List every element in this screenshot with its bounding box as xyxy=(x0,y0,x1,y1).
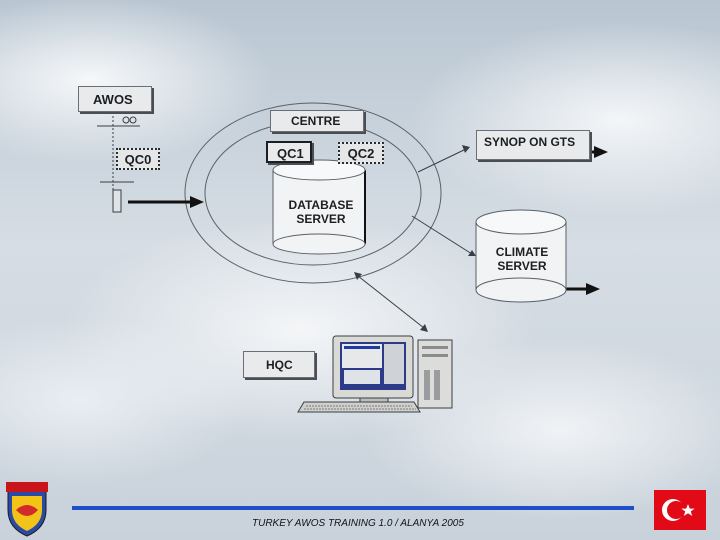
awos-sensor-connector xyxy=(97,112,140,213)
footer-caption: TURKEY AWOS TRAINING 1.0 / ALANYA 2005 xyxy=(252,518,464,529)
database-server-cylinder xyxy=(272,159,366,255)
centre-label: CENTRE xyxy=(291,114,341,128)
turkey-flag-icon xyxy=(654,490,706,530)
qc1-label: QC1 xyxy=(277,146,304,161)
climate-server-label: CLIMATE SERVER xyxy=(480,245,564,273)
climate-label-line1: CLIMATE xyxy=(495,245,549,259)
centre-to-synop-line xyxy=(417,145,470,173)
metgm-logo xyxy=(6,482,48,537)
qc1-box: QC1 xyxy=(266,141,312,163)
climate-server-cylinder xyxy=(475,209,567,303)
synop-box: SYNOP ON GTS xyxy=(476,130,590,160)
database-server-label: DATABASE SERVER xyxy=(279,198,363,226)
centre-box: CENTRE xyxy=(270,110,364,132)
climate-label-line2: SERVER xyxy=(497,259,547,273)
awos-to-centre-arrow xyxy=(128,196,204,208)
centre-to-climate-line xyxy=(411,215,476,256)
qc0-label: QC0 xyxy=(124,152,152,167)
footer-divider xyxy=(72,506,634,510)
hqc-label: HQC xyxy=(266,358,293,372)
awos-box: AWOS xyxy=(78,86,152,112)
database-label-line1: DATABASE xyxy=(288,198,354,212)
awos-label: AWOS xyxy=(93,92,133,107)
hqc-box: HQC xyxy=(243,351,315,378)
hqc-computer-icon xyxy=(297,335,453,413)
qc2-label: QC2 xyxy=(347,146,375,161)
database-label-line2: SERVER xyxy=(296,212,346,226)
synop-label: SYNOP ON GTS xyxy=(484,135,576,149)
centre-to-hqc-line xyxy=(354,272,428,332)
centre-outer-orbit xyxy=(184,102,442,284)
qc2-box: QC2 xyxy=(338,142,384,164)
qc0-box: QC0 xyxy=(116,148,160,170)
